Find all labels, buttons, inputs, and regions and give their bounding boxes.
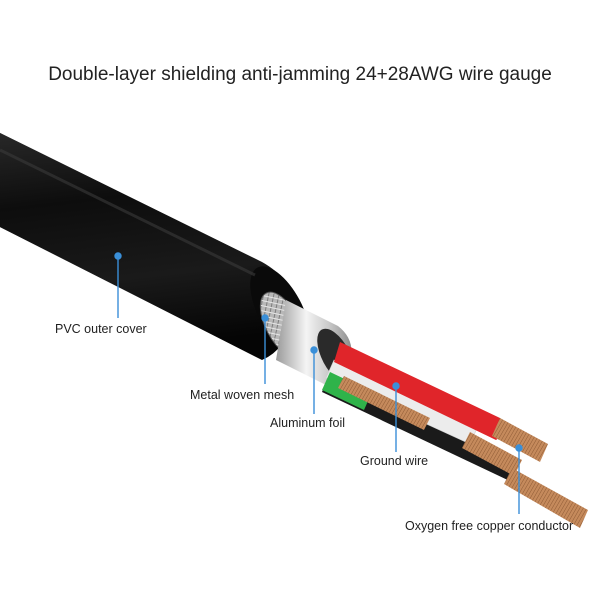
label-metal-woven-mesh: Metal woven mesh <box>190 388 294 402</box>
red-wire <box>334 342 548 462</box>
callout-dot-pvc <box>114 252 122 260</box>
label-ground-wire: Ground wire <box>360 454 428 468</box>
callouts <box>114 252 523 514</box>
label-pvc-outer-cover: PVC outer cover <box>55 322 147 336</box>
callout-dot-ground <box>392 382 400 390</box>
label-oxygen-free-copper-conductor: Oxygen free copper conductor <box>405 519 573 533</box>
diagram-title: Double-layer shielding anti-jamming 24+2… <box>48 64 552 85</box>
inner-wires <box>322 342 588 528</box>
callout-dot-copper <box>515 444 523 452</box>
callout-dot-mesh <box>261 314 269 322</box>
label-aluminum-foil: Aluminum foil <box>270 416 345 430</box>
ground-wire-strand <box>338 376 430 430</box>
callout-dot-foil <box>310 346 318 354</box>
